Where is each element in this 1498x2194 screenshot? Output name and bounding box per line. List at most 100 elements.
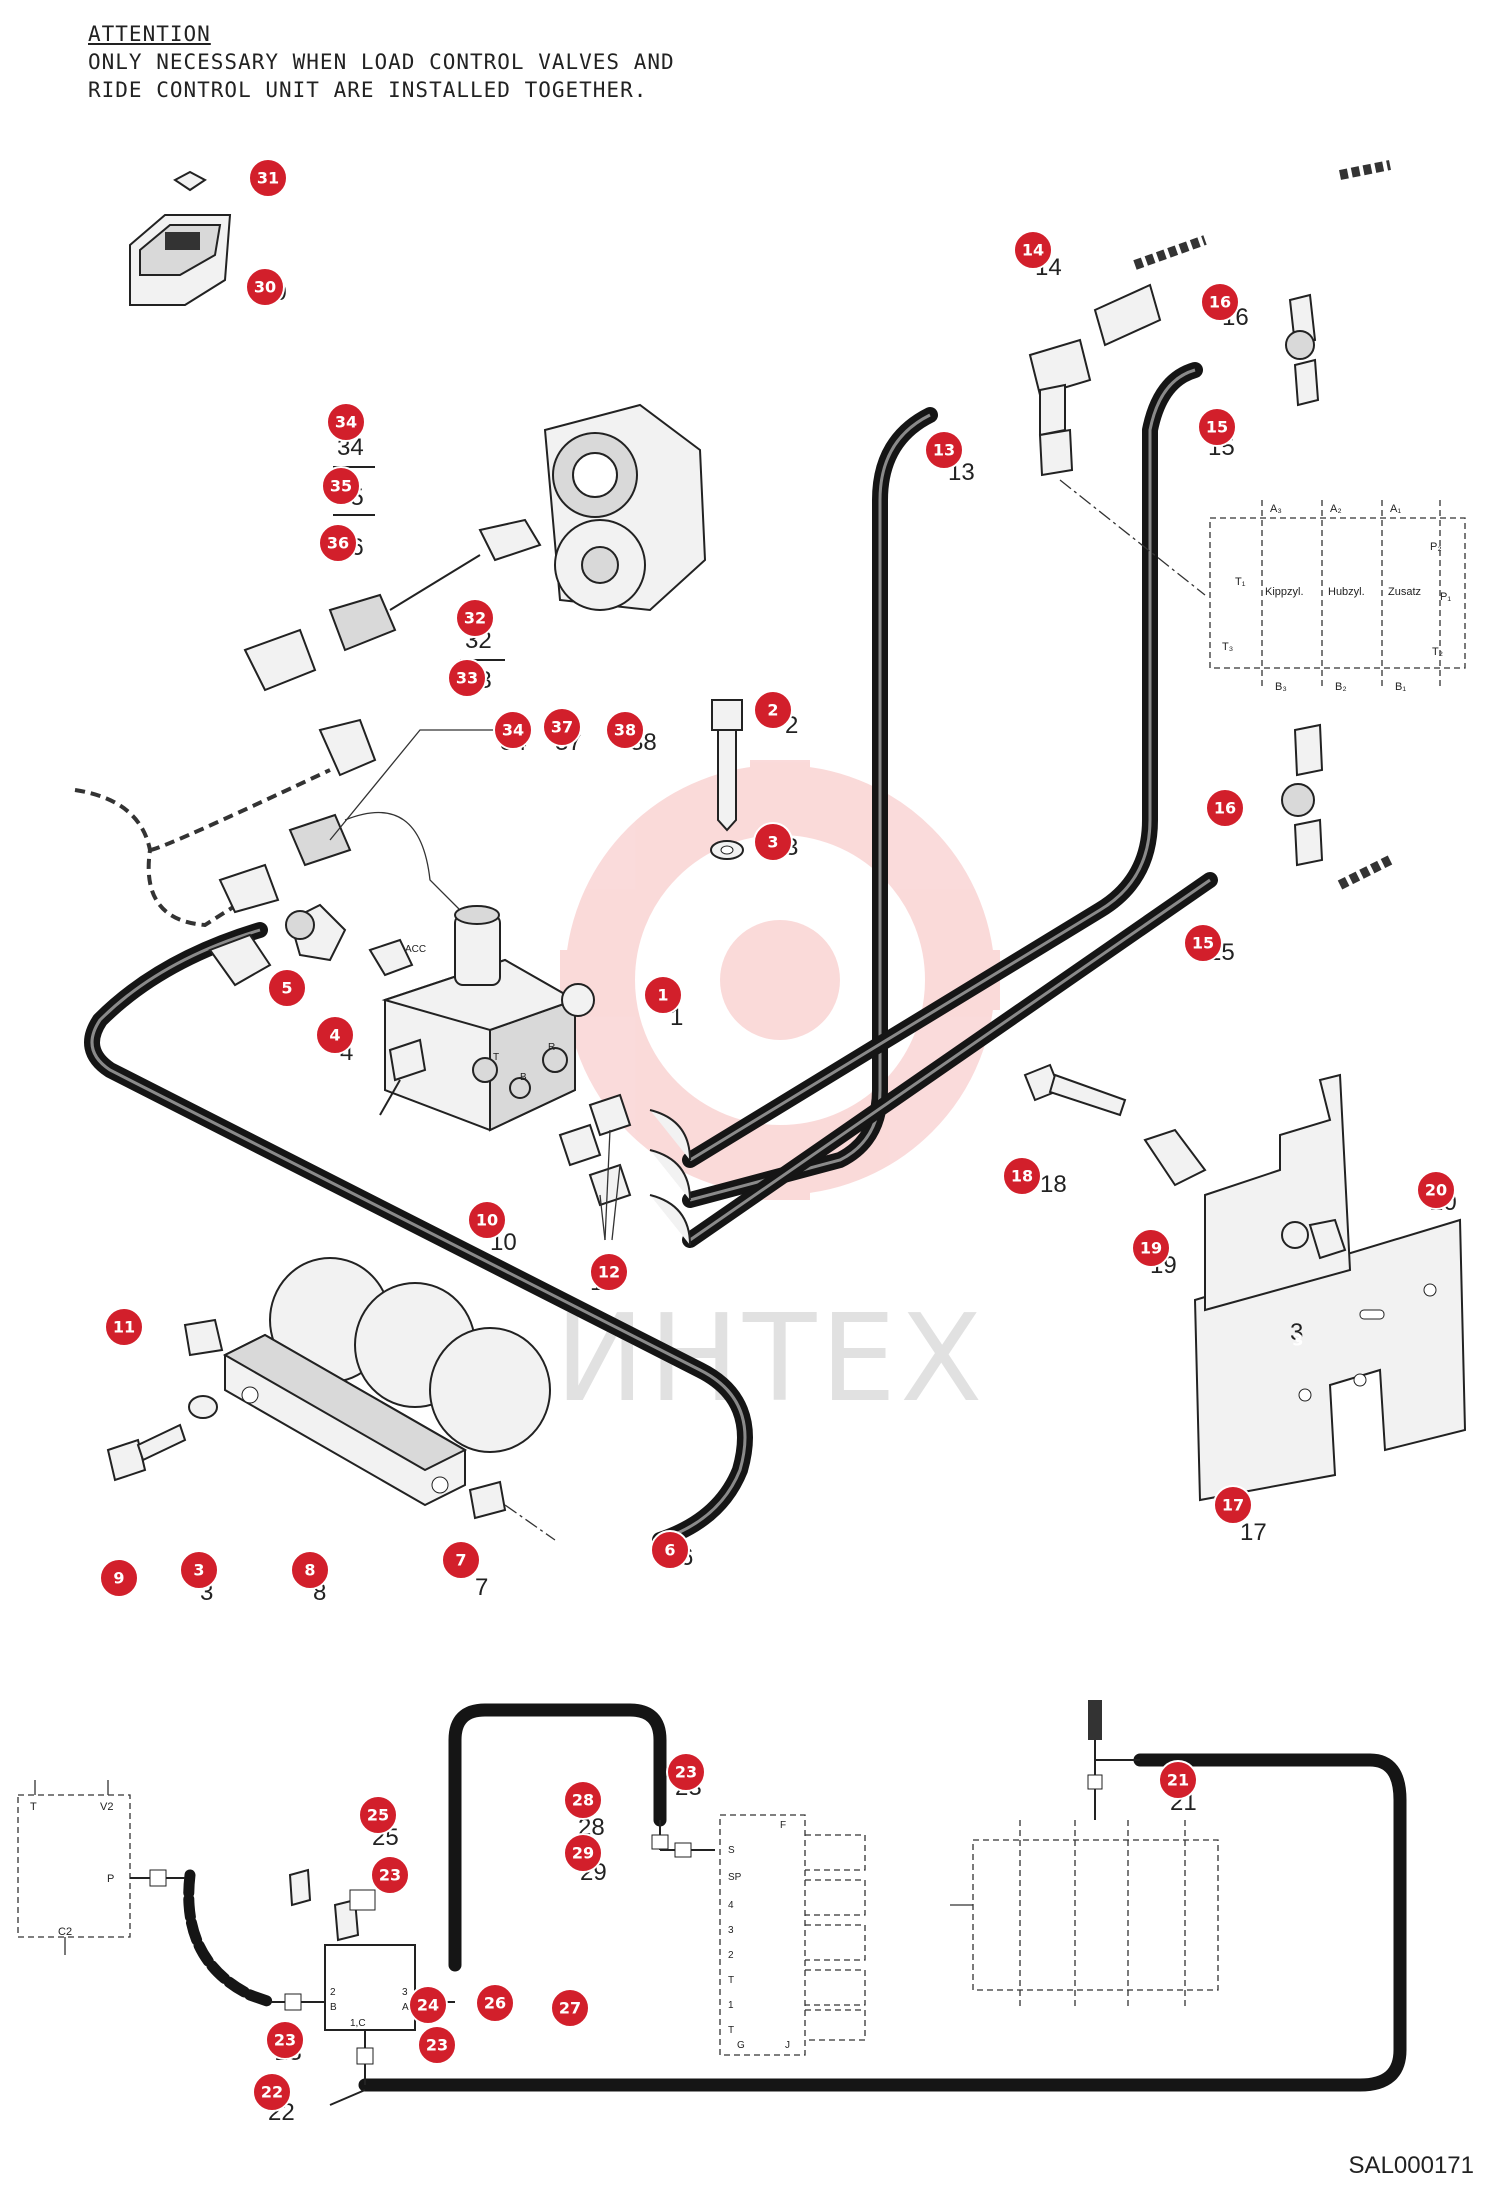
callout-23c[interactable]: 23 bbox=[370, 1855, 410, 1895]
rocker-switch-icon bbox=[129, 170, 232, 306]
callout-32[interactable]: 32 bbox=[455, 598, 495, 638]
svg-text:19: 19 bbox=[1140, 1239, 1162, 1258]
callout-22[interactable]: 22 bbox=[252, 2072, 292, 2112]
block-p2: P₂ bbox=[1430, 541, 1442, 553]
strip-4: 4 bbox=[728, 1900, 734, 1911]
callout-15a[interactable]: 15 bbox=[1197, 407, 1237, 447]
svg-text:12: 12 bbox=[598, 1263, 620, 1282]
callout-18[interactable]: 18 bbox=[1002, 1156, 1042, 1196]
callout-9[interactable]: 9 bbox=[99, 1558, 139, 1598]
callout-16a[interactable]: 16 bbox=[1200, 282, 1240, 322]
svg-text:23: 23 bbox=[675, 1763, 697, 1782]
callout-29[interactable]: 29 bbox=[563, 1833, 603, 1873]
label-18: 18 bbox=[1040, 1171, 1067, 1198]
callout-13[interactable]: 13 bbox=[924, 430, 964, 470]
callout-38[interactable]: 38 bbox=[605, 710, 645, 750]
callout-30[interactable]: 30 bbox=[245, 267, 285, 307]
callout-23a[interactable]: 23 bbox=[265, 2020, 305, 2060]
svg-text:11: 11 bbox=[113, 1318, 135, 1337]
callout-26[interactable]: 26 bbox=[475, 1983, 515, 2023]
callout-3b[interactable]: 3 bbox=[179, 1550, 219, 1590]
callout-37[interactable]: 37 bbox=[542, 707, 582, 747]
callout-6[interactable]: 6 bbox=[650, 1530, 690, 1570]
callout-28[interactable]: 28 bbox=[563, 1780, 603, 1820]
control-block-lower bbox=[950, 1700, 1219, 2010]
callout-15b[interactable]: 15 bbox=[1183, 923, 1223, 963]
callout-20[interactable]: 20 bbox=[1416, 1170, 1456, 1210]
port-label-b: B bbox=[520, 1072, 527, 1083]
svg-text:5: 5 bbox=[281, 979, 292, 998]
svg-text:28: 28 bbox=[572, 1791, 594, 1810]
svg-text:23: 23 bbox=[274, 2031, 296, 2050]
callout-36[interactable]: 36 bbox=[318, 523, 358, 563]
valve-port-3: 3 bbox=[402, 1987, 408, 1998]
callout-21[interactable]: 21 bbox=[1158, 1760, 1198, 1800]
callout-24[interactable]: 24 bbox=[408, 1985, 448, 2025]
svg-text:3: 3 bbox=[767, 833, 778, 852]
callout-2[interactable]: 2 bbox=[753, 690, 793, 730]
callout-4[interactable]: 4 bbox=[315, 1015, 355, 1055]
callout-33[interactable]: 33 bbox=[447, 658, 487, 698]
block-a3: A₃ bbox=[1270, 503, 1282, 515]
callout-12[interactable]: 12 bbox=[589, 1252, 629, 1292]
port-v2: V2 bbox=[100, 1801, 113, 1813]
attention-note: ATTENTION ONLY NECESSARY WHEN LOAD CONTR… bbox=[88, 20, 675, 104]
svg-text:7: 7 bbox=[455, 1551, 466, 1570]
schematic-valve bbox=[270, 1868, 455, 2106]
svg-text:16: 16 bbox=[1209, 293, 1231, 312]
svg-text:34: 34 bbox=[502, 721, 524, 740]
attention-title: ATTENTION bbox=[88, 22, 211, 46]
callout-35[interactable]: 35 bbox=[321, 466, 361, 506]
callout-11[interactable]: 11 bbox=[104, 1307, 144, 1347]
callout-17[interactable]: 17 bbox=[1213, 1485, 1253, 1525]
svg-text:23: 23 bbox=[379, 1866, 401, 1885]
callout-25[interactable]: 25 bbox=[358, 1795, 398, 1835]
svg-text:38: 38 bbox=[614, 721, 636, 740]
callout-5[interactable]: 5 bbox=[267, 968, 307, 1008]
svg-text:37: 37 bbox=[551, 718, 573, 737]
callout-34b[interactable]: 34 bbox=[493, 710, 533, 750]
tee-fitting-16-icon bbox=[1281, 293, 1324, 867]
callout-23b[interactable]: 23 bbox=[417, 2025, 457, 2065]
block-kippzyl: Kippzyl. bbox=[1265, 586, 1304, 598]
fitting-icon bbox=[208, 903, 414, 987]
callout-3c[interactable]: 3 bbox=[1292, 1331, 1303, 1350]
strip-f: F bbox=[780, 1820, 786, 1831]
block-t3: T₃ bbox=[1222, 641, 1233, 653]
svg-text:27: 27 bbox=[559, 1999, 581, 2018]
strip-g: G bbox=[737, 2040, 745, 2051]
svg-text:29: 29 bbox=[572, 1844, 594, 1863]
label-17: 17 bbox=[1240, 1519, 1267, 1546]
svg-text:15: 15 bbox=[1192, 934, 1214, 953]
svg-text:4: 4 bbox=[329, 1026, 340, 1045]
strip-3: 3 bbox=[728, 1925, 734, 1936]
callout-31[interactable]: 31 bbox=[248, 158, 288, 198]
callout-34a[interactable]: 34 bbox=[326, 402, 366, 442]
control-valve-block-icon bbox=[379, 905, 595, 1132]
svg-text:1: 1 bbox=[657, 986, 668, 1005]
svg-text:24: 24 bbox=[417, 1996, 439, 2015]
svg-text:21: 21 bbox=[1167, 1771, 1189, 1790]
svg-text:31: 31 bbox=[257, 169, 279, 188]
callout-8[interactable]: 8 bbox=[290, 1550, 330, 1590]
attention-line-2: RIDE CONTROL UNIT ARE INSTALLED TOGETHER… bbox=[88, 78, 648, 102]
callout-7[interactable]: 7 bbox=[441, 1540, 481, 1580]
callout-16b[interactable]: 16 bbox=[1205, 788, 1245, 828]
valve-port-2: 2 bbox=[330, 1987, 336, 1998]
callout-27[interactable]: 27 bbox=[550, 1988, 590, 2028]
block-a2: A₂ bbox=[1330, 503, 1342, 515]
callout-10[interactable]: 10 bbox=[467, 1200, 507, 1240]
label-7: 7 bbox=[475, 1574, 488, 1601]
bolt-9-icon bbox=[106, 1318, 507, 1520]
svg-text:10: 10 bbox=[476, 1211, 498, 1230]
callout-23d[interactable]: 23 bbox=[666, 1752, 706, 1792]
svg-text:13: 13 bbox=[933, 441, 955, 460]
block-p1: P₁ bbox=[1440, 591, 1451, 603]
svg-text:3: 3 bbox=[1292, 1331, 1303, 1350]
callout-1[interactable]: 1 bbox=[643, 975, 683, 1015]
callout-14[interactable]: 14 bbox=[1013, 230, 1053, 270]
callout-3a[interactable]: 3 bbox=[753, 822, 793, 862]
pump-motor-icon bbox=[543, 403, 707, 612]
callout-19[interactable]: 19 bbox=[1131, 1228, 1171, 1268]
